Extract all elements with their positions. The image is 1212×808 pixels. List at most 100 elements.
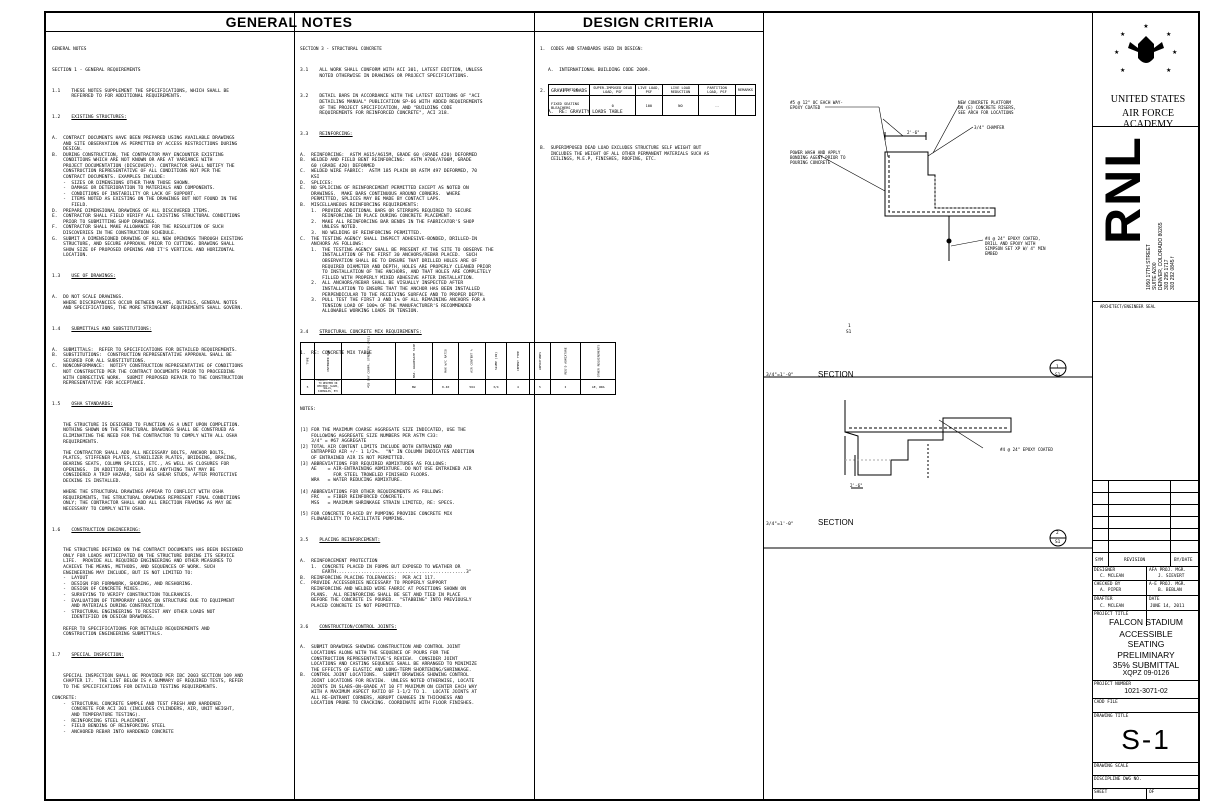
mix-cell: I: [549, 379, 581, 395]
titleblock-rule: [1092, 610, 1200, 611]
gravity-header: LIVE LOAD REDUCTION: [661, 83, 700, 97]
project-number-value: 1021-3071-02: [1124, 688, 1168, 695]
gravity-cell: 100: [634, 95, 663, 117]
concrete-mix-table: TYPE INTENDED USE 28 DAY COMPR. STRENGTH…: [300, 336, 617, 395]
revision-col: [1170, 480, 1171, 566]
note-3-3: A. REINFORCING: ASTM A615/A615M, GRADE 6…: [300, 152, 494, 315]
revision-rule: [1092, 540, 1200, 541]
mix-cell: 3/4: [484, 379, 507, 395]
note-1-1: 1.1 THESE NOTES SUPPLEMENT THE SPECIFICA…: [52, 88, 230, 100]
org-line-1: UNITED STATES: [1110, 94, 1186, 105]
section-detail-2: [763, 400, 1092, 549]
general-notes-title: GENERAL NOTES: [52, 47, 87, 53]
svg-text:★: ★: [1114, 49, 1119, 56]
mix-header: MAX. AGGREGATE SIZE: [394, 342, 433, 380]
firm-address: 1050 17TH STREET SUITE A200 DENVER, COLO…: [1146, 222, 1176, 290]
titleblock-col: [1146, 566, 1147, 626]
note-1-7: SPECIAL INSPECTION SHALL BE PROVIDED PER…: [52, 673, 243, 735]
detail1-scale: 3/4"=1'-0": [766, 373, 794, 378]
mix-header: MAX W/C RATIO: [431, 342, 460, 380]
gravity-header: SUPER-IMPOSED DEAD LOAD, PSF: [589, 83, 636, 97]
gravity-cell: FIXED SEATING BLEACHERS: [547, 95, 591, 117]
gravity-header: LIVE LOAD, PSF: [634, 83, 663, 97]
drawing-title-label: DRAWING TITLE: [1094, 714, 1129, 719]
designer-value: C. MCLEAN: [1100, 574, 1124, 579]
sheet-label: SHEET: [1094, 790, 1108, 795]
gravity-cell: --: [698, 95, 736, 117]
mix-cell: CONCRETE EXPOSED TO WEATHER OR DEICERS: …: [314, 379, 342, 395]
note-1-2-heading: EXISTING STRUCTURES:: [71, 115, 127, 121]
air-force-academy-seal-icon: ★ ★ ★ ★ ★ ★ ★: [1114, 23, 1177, 74]
note-3-2: 3.2 DETAIL BARS IN ACCORDANCE WITH THE L…: [300, 94, 483, 117]
titleblock-col: [1146, 788, 1147, 801]
note-3-5: A. REINFORCEMENT PROTECTION 1. CONCRETE …: [300, 559, 472, 609]
mix-header: INTENDED USE: [314, 342, 342, 380]
revision-rule: [1092, 552, 1200, 553]
titleblock-divider: [1092, 11, 1093, 801]
revision-sym-header: SYM: [1095, 558, 1103, 563]
of-label: OF: [1149, 790, 1155, 795]
detail1-callout-bonding: POWER WASH AND APPLY BONDING AGENT PRIOR…: [790, 150, 846, 165]
drawing-scale-label: DRAWING SCALE: [1094, 764, 1129, 769]
note-1-6-heading: CONSTRUCTION ENGINEERING:: [71, 527, 141, 533]
drawing-sheet: [44, 11, 1200, 801]
header-rule: [44, 31, 763, 32]
revision-rule: [1092, 504, 1200, 505]
mix-cell: 5: [300, 379, 315, 395]
note-3-3-heading: REINFORCING:: [319, 131, 353, 137]
section-detail-1: [763, 104, 1092, 378]
column-divider-1: [294, 11, 295, 801]
titleblock-rule: [1092, 698, 1200, 699]
note-3-4-heading: STRUCTURAL CONCRETE MIX REQUIREMENTS:: [319, 330, 422, 336]
svg-text:★: ★: [1120, 67, 1125, 74]
mix-cell: 4: [505, 379, 530, 395]
project-title-4: PRELIMINARY: [1117, 650, 1175, 660]
drafter-value: C. MCLEAN: [1100, 604, 1124, 609]
titleblock-rule: [1092, 126, 1200, 127]
project-title-label: PROJECT TITLE: [1094, 612, 1129, 617]
detail2-number: 2: [1056, 531, 1059, 536]
mix-header: REQ'D ADMIXTURE: [549, 342, 581, 380]
gravity-header: LOCATION: [547, 83, 591, 97]
mix-cell: NW: [394, 379, 433, 395]
note-1-2: A. CONTRACT DOCUMENTS HAVE BEEN PREPARED…: [52, 135, 243, 259]
note-1-5: THE STRUCTURE IS DESIGNED TO FUNCTION AS…: [63, 422, 241, 512]
mix-header: CEMENT TYPE: [505, 342, 530, 380]
criteria-2b: B. SUPERIMPOSED DEAD LOAD EXCLUDES STRUC…: [540, 146, 710, 163]
detail2-ref-number: 1: [848, 324, 851, 329]
note-3-6: A. SUBMIT DRAWINGS SHOWING CONSTRUCTION …: [300, 645, 478, 707]
checked-label: CHECKED BY: [1094, 582, 1121, 587]
column-divider-2: [534, 11, 535, 801]
detail2-sheet: S1: [1055, 540, 1061, 545]
detail1-sheet: S1: [1055, 373, 1061, 378]
note-3-5-heading: PLACING REINFORCEMENT:: [319, 538, 381, 544]
titleblock-rule: [1092, 595, 1200, 596]
criteria-2b-wrap: B. SUPERIMPOSED DEAD LOAD EXCLUDES STRUC…: [540, 135, 760, 169]
revision-rule: [1092, 528, 1200, 529]
drawing-title-value: S-1: [1121, 724, 1171, 755]
svg-text:★: ★: [1172, 49, 1177, 56]
note-1-4-heading: SUBMITTALS AND SUBSTITUTIONS:: [71, 326, 152, 332]
ae-pm-label: A-E PROJ. MGR.: [1149, 582, 1187, 587]
revision-rule: [1092, 480, 1200, 481]
note-1-3-heading: USE OF DRAWINGS:: [71, 274, 116, 280]
detail2-scale: 3/4"=1'-0": [766, 522, 794, 527]
mix-header-row: TYPE INTENDED USE 28 DAY COMPR. STRENGTH…: [300, 336, 617, 386]
gravity-header: PARTITION LOAD, PSF: [698, 83, 736, 97]
project-title-6: XQPZ 09-0126: [1122, 670, 1170, 677]
detail1-callout-rebar: #5 @ 12" OC EACH WAY- EPOXY COATED: [790, 100, 843, 110]
concrete-notes-column: SECTION 3 - STRUCTURAL CONCRETE 3.1 ALL …: [300, 36, 530, 362]
concrete-notes-column-lower: NOTES: [1] FOR THE MAXIMUM COARSE AGGREG…: [300, 396, 530, 712]
mix-header: AIR CONTENT %: [458, 342, 486, 380]
design-criteria-header: DESIGN CRITERIA: [582, 14, 715, 30]
detail2-ref-sheet: S1: [846, 330, 852, 335]
org-line-2: AIR FORCE ACADEMY: [1122, 108, 1174, 130]
afa-pm-value: J. SIEVERT: [1158, 574, 1185, 579]
detail2-label: SECTION: [818, 518, 854, 527]
titleblock-rule: [1092, 762, 1200, 763]
mix-header: ADMIXTURES: [528, 342, 551, 380]
titleblock-rule: [1092, 301, 1200, 302]
note-1-4: A. SUBMITTALS: REFER TO SPECIFICATIONS F…: [52, 347, 243, 387]
project-title-5: 35% SUBMITTAL: [1112, 660, 1180, 670]
section-3-heading: SECTION 3 - STRUCTURAL CONCRETE: [300, 47, 382, 53]
